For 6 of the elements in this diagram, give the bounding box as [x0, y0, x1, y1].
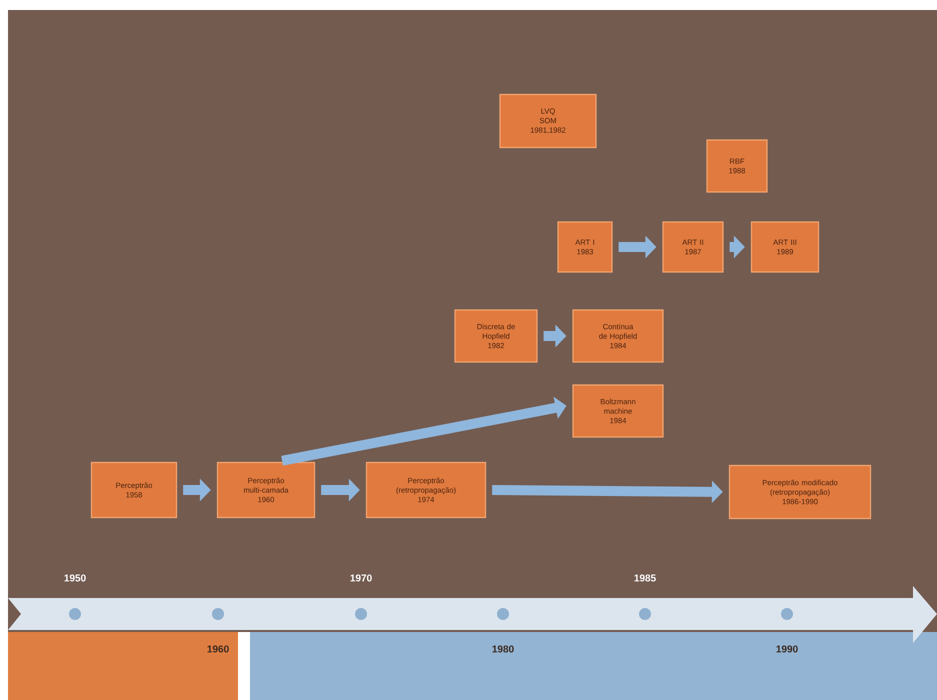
year-label: 1960 [208, 645, 229, 653]
year-label: 1950 [64, 574, 86, 582]
year-label: 1990 [776, 645, 798, 653]
year-label: 1985 [634, 574, 656, 582]
year-label: 1970 [350, 574, 372, 582]
year-label: 1980 [492, 645, 514, 653]
